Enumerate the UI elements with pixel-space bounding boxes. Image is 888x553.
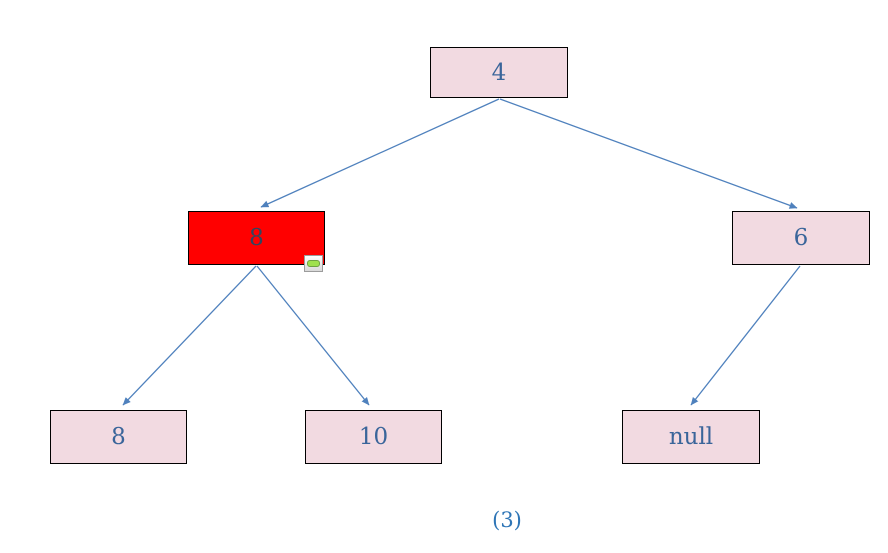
node-label: 4	[491, 59, 507, 86]
status-indicator-icon[interactable]	[304, 255, 323, 272]
node-left-highlighted: 8	[188, 211, 325, 265]
node-label: 8	[111, 424, 126, 450]
node-left-left: 8	[50, 410, 187, 464]
node-label: 10	[358, 424, 389, 450]
node-label: null	[668, 424, 714, 450]
node-right: 6	[732, 211, 870, 265]
node-label: 8	[249, 225, 264, 251]
green-bar-icon	[307, 260, 320, 267]
edge-root-to-right	[499, 98, 798, 209]
node-label: 6	[793, 225, 809, 251]
figure-caption: (3)	[492, 508, 522, 532]
node-right-left: null	[622, 410, 760, 464]
edge-right-to-rightleft	[690, 265, 801, 406]
edge-root-to-left	[260, 98, 500, 208]
node-root: 4	[430, 47, 568, 98]
edge-left-to-leftright	[256, 265, 370, 406]
edge-left-to-leftleft	[122, 265, 257, 406]
node-left-right: 10	[305, 410, 442, 464]
